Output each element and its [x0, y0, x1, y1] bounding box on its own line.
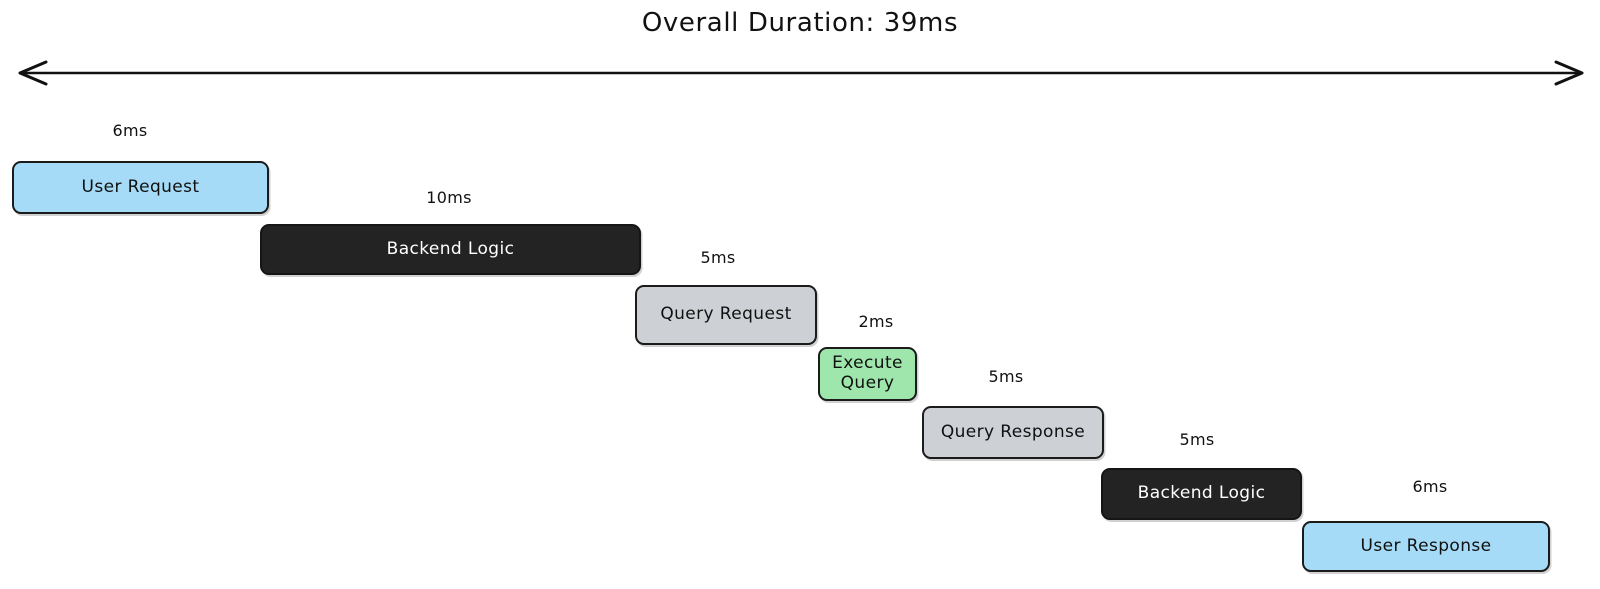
axis-arrowhead-right-icon [1554, 60, 1584, 86]
duration-label: 6ms [112, 121, 148, 140]
duration-label: 5ms [700, 248, 736, 267]
axis-arrowhead-left-icon [18, 60, 48, 86]
duration-label: 5ms [988, 367, 1024, 386]
duration-label: 2ms [858, 312, 894, 331]
duration-label: 6ms [1412, 477, 1448, 496]
timeline-bar-query-request[interactable]: Query Request [635, 285, 817, 345]
timeline-bar-user-request[interactable]: User Request [12, 161, 269, 214]
timeline-bar-query-response[interactable]: Query Response [922, 406, 1104, 459]
time-axis-svg [18, 60, 1584, 86]
timeline-bar-backend-logic-1[interactable]: Backend Logic [260, 224, 641, 275]
time-axis-arrow [10, 55, 1592, 91]
page-title: Overall Duration: 39ms [641, 8, 959, 38]
duration-label: 5ms [1179, 430, 1215, 449]
timeline-bar-execute-query[interactable]: Execute Query [818, 347, 917, 401]
duration-label: 10ms [426, 188, 472, 207]
timeline-bar-backend-logic-2[interactable]: Backend Logic [1101, 468, 1302, 520]
timeline-bar-user-response[interactable]: User Response [1302, 521, 1550, 572]
